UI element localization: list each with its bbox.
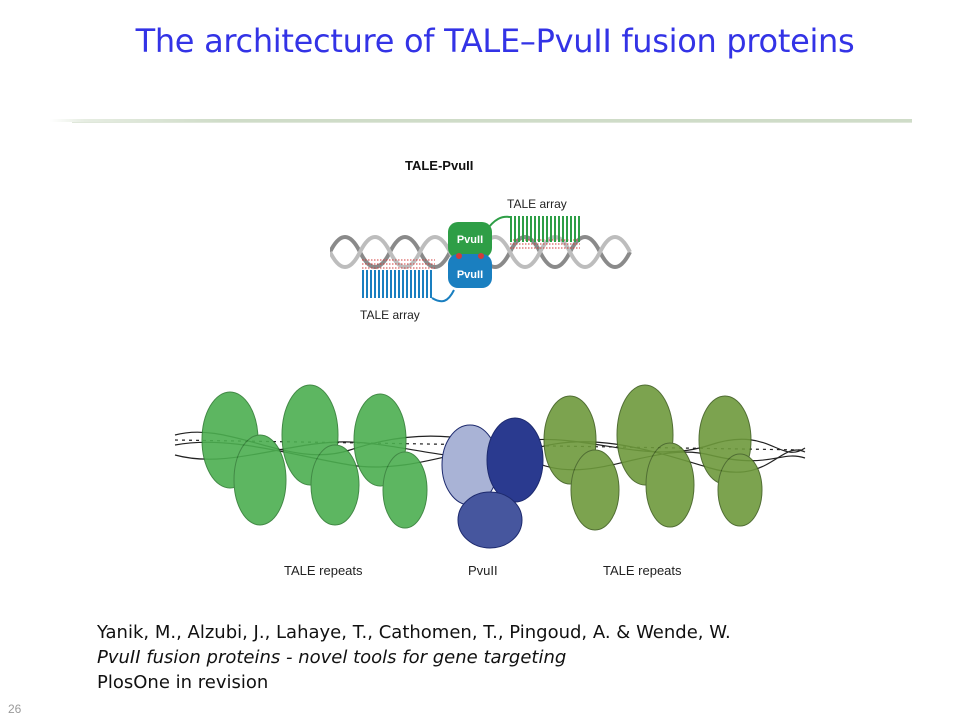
dna-contacts-right [510,239,580,249]
citation-journal: PlosOne in revision [97,672,269,693]
tale-repeats-right [543,384,763,531]
tale-array-top-label: TALE array [507,197,567,211]
slide-number: 26 [8,702,22,716]
dna-contacts-left [362,259,435,269]
title-divider-shadow [72,122,912,123]
label-tale-repeats-left: TALE repeats [284,563,363,578]
pvuii-bottom-label: PvuII [457,269,483,281]
pvuii-bottom-subunit [448,254,492,288]
schematic-heading: TALE-PvuII [405,158,474,173]
citation-title: PvuII fusion proteins - novel tools for … [97,647,567,668]
tale-array-bottom [362,270,432,298]
tale-pvuii-structure-image [174,384,806,549]
linker-bottom [431,289,455,303]
catalytic-sites [456,253,484,259]
slide-title: The architecture of TALE–PvuII fusion pr… [135,22,855,60]
tale-repeats-left [201,384,428,529]
pvuii-top-label: PvuII [457,234,483,246]
tale-array-bottom-label: TALE array [360,308,420,322]
tale-pvuii-schematic: PvuII PvuII [330,215,632,303]
pvuii-structure [441,417,544,549]
tale-array-top [510,216,580,242]
label-pvuii: PvuII [468,563,498,578]
citation-block: Yanik, M., Alzubi, J., Lahaye, T., Catho… [97,620,731,695]
title-divider [50,119,912,122]
label-tale-repeats-right: TALE repeats [603,563,682,578]
pvuii-top-subunit [448,222,492,258]
citation-authors: Yanik, M., Alzubi, J., Lahaye, T., Catho… [97,622,731,643]
